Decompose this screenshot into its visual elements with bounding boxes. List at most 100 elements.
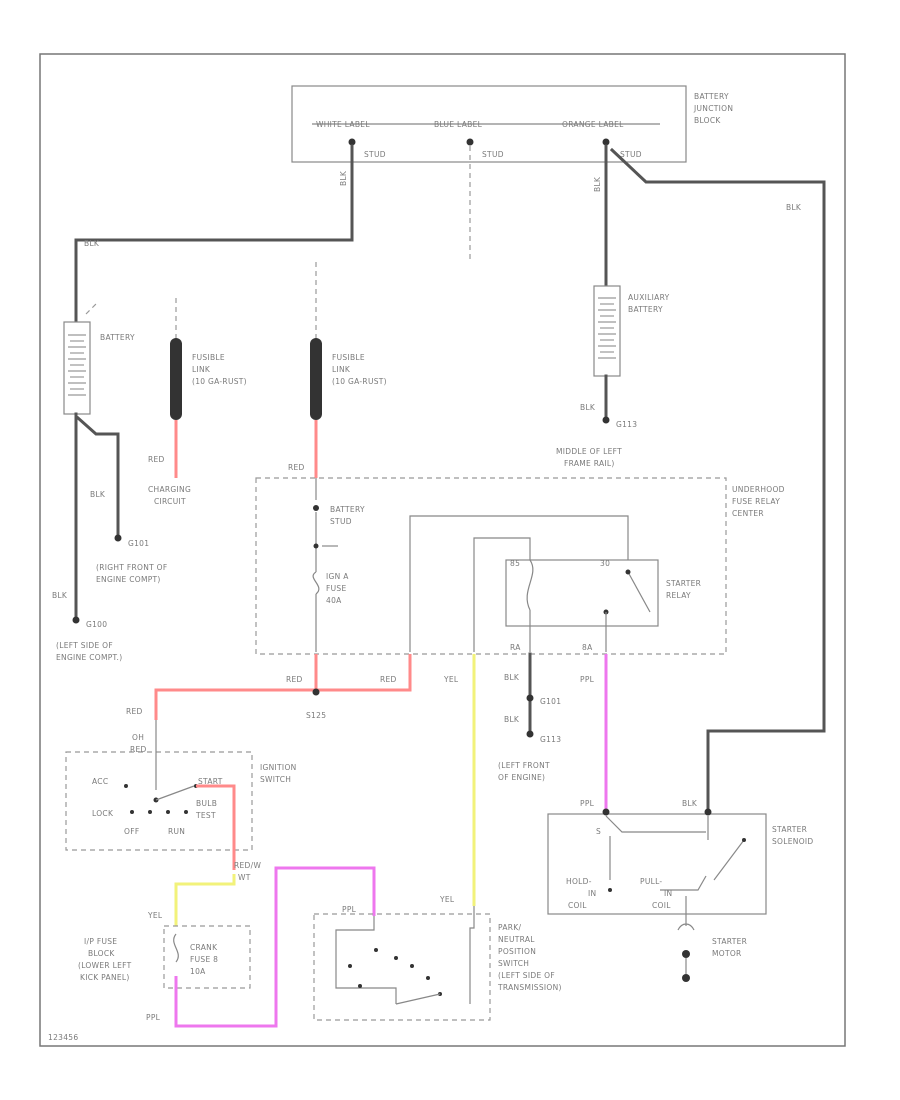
yel-to-crank-fuse-wire — [174, 874, 236, 926]
red-s125-left-label: RED — [286, 675, 303, 684]
relay-8a-label: 8A — [582, 643, 593, 652]
red-ign-label: RED — [126, 707, 143, 716]
pnp-switch-box — [313, 913, 491, 1021]
blk-solenoid-label: BLK — [682, 799, 698, 808]
ign-switch-arm — [155, 785, 195, 801]
crank-fuse-label-2: FUSE 8 — [190, 955, 218, 964]
red-wht-label-2: WT — [238, 873, 251, 882]
ppl-fuse-label: PPL — [146, 1013, 161, 1022]
g113b-label: G113 — [540, 735, 561, 744]
ip-fuse-block-label-3: (LOWER LEFT — [78, 961, 132, 970]
blue-label-text: BLUE LABEL — [434, 120, 483, 129]
ign-top-label-2: RED — [130, 745, 147, 754]
blk-top-left-label: BLK — [84, 239, 100, 248]
stud-1-label: STUD — [364, 150, 386, 159]
pull-in-label-2: IN — [664, 889, 672, 898]
g101b-label: G101 — [540, 697, 561, 706]
right-front-engine-1: (RIGHT FRONT OF — [96, 563, 168, 572]
ppl-solenoid-label: PPL — [580, 799, 595, 808]
left-front-engine-2: OF ENGINE) — [498, 773, 545, 782]
start-output-wire — [196, 784, 236, 870]
fusible-link-2-label-2: LINK — [332, 365, 351, 374]
g113b-node — [526, 730, 534, 738]
battery-junction-block — [291, 85, 687, 163]
run-label: RUN — [168, 827, 185, 836]
acc-label: ACC — [92, 777, 108, 786]
yel-fuse-label: YEL — [147, 911, 163, 920]
battery-body — [63, 321, 91, 415]
stud-3-label: STUD — [620, 150, 642, 159]
starter-solenoid-label-2: SOLENOID — [772, 837, 813, 846]
middle-left-frame-1: MIDDLE OF LEFT — [556, 447, 622, 456]
aux-battery-label-2: BATTERY — [628, 305, 663, 314]
pnp-label-3: POSITION — [498, 947, 536, 956]
red-fl2-label: RED — [288, 463, 305, 472]
ppl-fuse-to-pnp-wire — [174, 866, 376, 1028]
starter-motor-arc — [677, 923, 695, 931]
ip-fuse-block-box — [163, 925, 251, 989]
right-front-engine-2: ENGINE COMPT) — [96, 575, 161, 584]
starter-motor-label-2: MOTOR — [712, 949, 742, 958]
hold-in-node — [608, 888, 612, 892]
underhood-fuse-relay-center — [255, 477, 727, 655]
stud-1-wire — [74, 144, 354, 324]
ign-a-fuse-label-3: 40A — [326, 596, 342, 605]
bulb-test-contact — [184, 810, 188, 814]
s-terminal-label: S — [596, 827, 601, 836]
charging-circuit-1: CHARGING — [148, 485, 191, 494]
pnp-internal-yel — [469, 906, 475, 1004]
run-contact — [166, 810, 170, 814]
relay-coil-symbol — [526, 559, 534, 611]
solenoid-s-internal — [605, 815, 706, 833]
g113-label: G113 — [616, 420, 637, 429]
pnp-internal-ppl — [335, 916, 397, 1004]
starter-motor-ground — [682, 974, 690, 982]
red-s125-right-label: RED — [380, 675, 397, 684]
ignition-switch-label-2: SWITCH — [260, 775, 291, 784]
red-fl1-label: RED — [148, 455, 165, 464]
starter-motor-node — [682, 950, 690, 958]
pnp-contact-3 — [410, 964, 414, 968]
pull-in-label-3: COIL — [652, 901, 671, 910]
blk-stud1-label: BLK — [339, 170, 348, 186]
crank-fuse-symbol — [173, 933, 179, 963]
blk-g101-label: BLK — [90, 490, 106, 499]
left-front-engine-1: (LEFT FRONT — [498, 761, 550, 770]
blk-g101b-label: BLK — [504, 673, 520, 682]
battery-stud-node — [313, 505, 319, 511]
fusible-link-1-label-2: LINK — [192, 365, 211, 374]
pnp-contact-5 — [348, 964, 352, 968]
s125-label: S125 — [306, 711, 326, 720]
starter-relay-label-1: STARTER — [666, 579, 701, 588]
pull-in-label-1: PULL- — [640, 877, 662, 886]
fusible-link-1-label-3: (10 GA-RUST) — [192, 377, 247, 386]
solenoid-contact-node — [742, 838, 746, 842]
ppl-pnp-label: PPL — [342, 905, 357, 914]
pull-in-lead — [660, 875, 707, 891]
starter-relay-label-2: RELAY — [666, 591, 691, 600]
ign-a-fuse-label-1: IGN A — [326, 572, 349, 581]
junction-block-label-3: BLOCK — [694, 116, 721, 125]
underhood-label-3: CENTER — [732, 509, 764, 518]
pnp-contact-4 — [426, 976, 430, 980]
hold-in-label-1: HOLD- — [566, 877, 592, 886]
stud-3-to-solenoid-wire — [609, 147, 826, 814]
orange-label-text: ORANGE LABEL — [562, 120, 624, 129]
battery-stud-label-2: STUD — [330, 517, 352, 526]
ignition-switch-box — [65, 751, 253, 851]
battery-label: BATTERY — [100, 333, 135, 342]
ppl-relay-label: PPL — [580, 675, 595, 684]
fusible-link-2-label-1: FUSIBLE — [332, 353, 365, 362]
underhood-label-1: UNDERHOOD — [732, 485, 785, 494]
battery-cells — [68, 334, 86, 396]
pnp-label-5: (LEFT SIDE OF — [498, 971, 555, 980]
relay-30-label: 30 — [600, 559, 610, 568]
hold-in-label-3: COIL — [568, 901, 587, 910]
battery-to-g101-wire — [75, 415, 120, 538]
blk-stud3-label: BLK — [593, 176, 602, 192]
stud-3-node — [602, 138, 610, 146]
crank-fuse-label-3: 10A — [190, 967, 206, 976]
yel-relay-label: YEL — [443, 675, 459, 684]
ignition-switch-label-1: IGNITION — [260, 763, 297, 772]
